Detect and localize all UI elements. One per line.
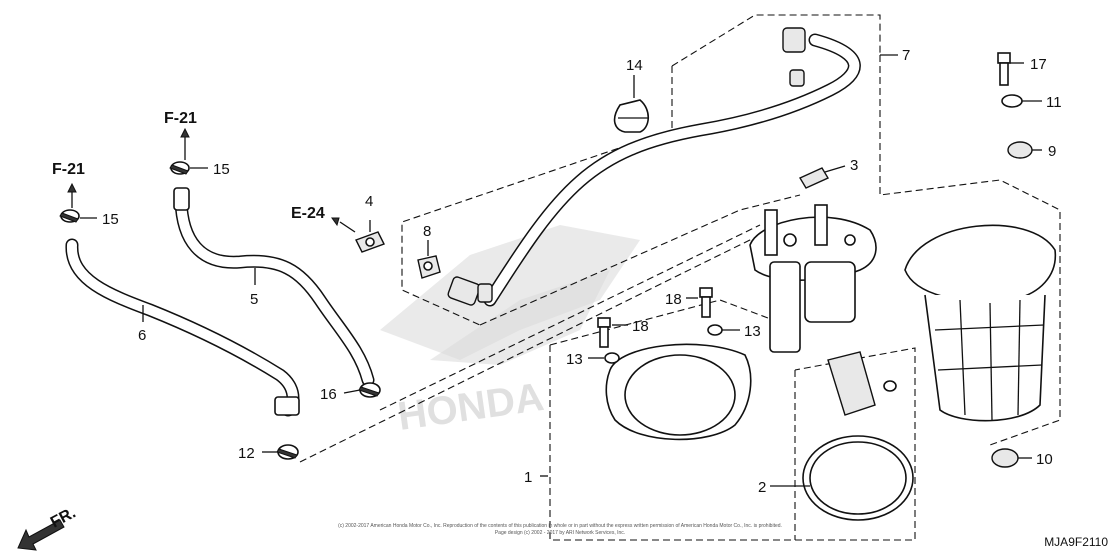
callout-9: 9: [1048, 143, 1056, 160]
callout-11: 11: [1046, 94, 1062, 111]
strainer-2: [802, 351, 914, 521]
hose-6: [65, 238, 300, 417]
front-direction-arrow: FR.: [17, 504, 79, 551]
hose-clamps: [59, 161, 381, 460]
callout-10: 10: [1036, 451, 1053, 468]
callout-8: 8: [423, 223, 431, 240]
copyright-line-2: Page design (c) 2002 - 2017 by ARI Netwo…: [495, 530, 625, 536]
mounting-plate-1: [605, 343, 752, 441]
small-hardware: [597, 52, 1033, 468]
callout-13a: 13: [744, 323, 761, 340]
joint-8: [417, 255, 441, 279]
ref-e24: E-24: [291, 205, 325, 222]
joint-4: [355, 231, 385, 253]
callout-13b: 13: [566, 351, 583, 368]
clip-14: [613, 99, 650, 133]
callout-12: 12: [238, 445, 255, 462]
fuel-pump-module: [749, 204, 877, 353]
callout-18a: 18: [665, 291, 682, 308]
callout-15a: 15: [213, 161, 230, 178]
leader-lines: [67, 54, 1042, 487]
connector-3: [798, 167, 830, 189]
callout-14: 14: [626, 57, 643, 74]
ref-f21-upper: F-21: [164, 110, 197, 127]
ref-f21-left: F-21: [52, 161, 85, 178]
callout-numbers: 1 2 3 4 5 6 7 8 9 10 11 12 13 13 14 15 1…: [102, 47, 1062, 496]
callout-1: 1: [524, 469, 532, 486]
callout-7: 7: [902, 47, 910, 64]
callout-5: 5: [250, 291, 258, 308]
copyright-line-1: (c) 2002-2017 American Honda Motor Co., …: [338, 523, 782, 529]
callout-17: 17: [1030, 56, 1047, 73]
callout-15b: 15: [102, 211, 119, 228]
callout-3: 3: [850, 157, 858, 174]
callout-16: 16: [320, 386, 337, 403]
callout-2: 2: [758, 479, 766, 496]
svg-text:HONDA: HONDA: [395, 375, 546, 439]
callout-4: 4: [365, 193, 373, 210]
callout-18b: 18: [632, 318, 649, 335]
hose-5: [173, 187, 375, 387]
fuel-hose-7: [483, 33, 861, 307]
diagram-code: MJA9F2110: [1044, 535, 1108, 549]
callout-6: 6: [138, 327, 146, 344]
section-references: F-21 F-21 E-24: [52, 110, 325, 222]
fuel-filter-housing: [904, 224, 1057, 422]
quick-connectors: [447, 27, 806, 306]
